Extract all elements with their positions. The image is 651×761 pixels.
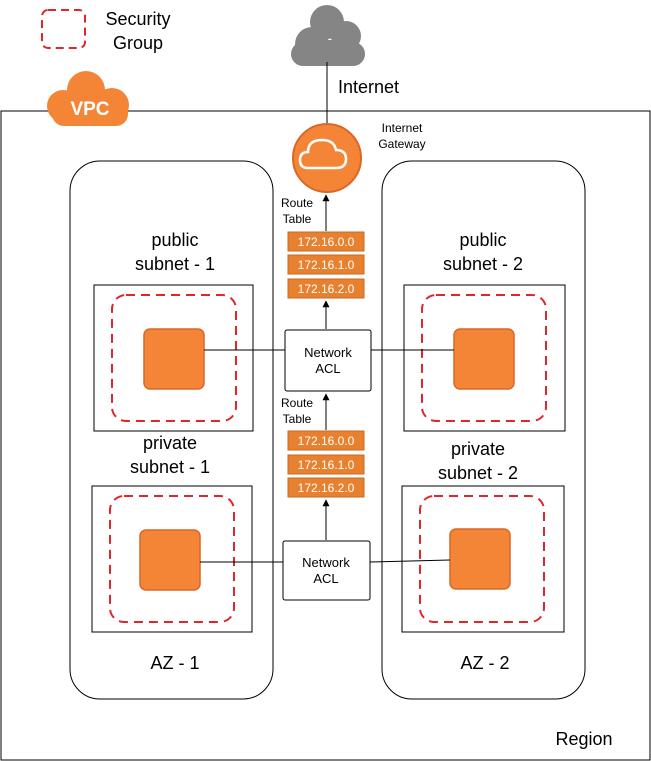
az1-public-subnet-label-line1: public [151,230,198,250]
az1-public-security-group [111,294,237,422]
az1-private-instance-icon [139,529,201,591]
route-table-top-label-line2: Table [283,212,312,226]
route-entry [287,477,365,498]
az1-box [69,160,274,700]
route-entry-label: 172.16.1.0 [298,458,355,472]
az1-public-subnet-box [93,284,254,432]
route-entry [287,278,365,299]
az1-label: AZ - 1 [150,653,199,673]
region-label: Region [555,729,612,749]
internet-gateway-icon [292,123,362,193]
route-entry-label: 172.16.0.0 [298,434,355,448]
az2-public-instance-icon [453,328,515,390]
network-acl-top-label-line1: Network [304,345,352,360]
az2-label: AZ - 2 [460,653,509,673]
internet-label: Internet [338,77,399,97]
route-table-bottom: 172.16.0.0 172.16.1.0 172.16.2.0 [287,430,365,498]
route-entry [287,254,365,275]
az1-private-subnet-box [91,485,253,633]
az2-private-subnet-label-line1: private [451,439,505,459]
route-entry-label: 172.16.0.0 [298,235,355,249]
az2-public-subnet-label-line1: public [459,230,506,250]
az1-private-subnet-label-line2: subnet - 1 [130,457,210,477]
route-entry-label: 172.16.1.0 [298,258,355,272]
route-entry [287,231,365,252]
route-entry [287,454,365,475]
internet-cloud-icon [291,5,365,66]
route-table-top-label-line1: Route [281,196,313,210]
network-acl-bottom-label-line1: Network [302,555,350,570]
region-box [0,110,651,761]
route-table-top: 172.16.0.0 172.16.1.0 172.16.2.0 [287,231,365,299]
az2-private-subnet-label-line2: subnet - 2 [438,463,518,483]
network-acl-top [284,329,372,392]
route-entry-label: 172.16.2.0 [298,481,355,495]
az1-public-instance-icon [143,328,205,390]
route-entry-label: 172.16.2.0 [298,282,355,296]
gateway-label-line2: Gateway [378,137,425,151]
route-entry [287,430,365,451]
gateway-label-line1: Internet [382,121,423,135]
legend-label-line1: Security [105,9,170,29]
az1-private-security-group [109,495,235,623]
vpc-label: VPC [70,99,109,120]
az2-public-security-group [421,294,547,422]
az2-public-subnet-box [403,284,566,432]
network-acl-top-label-line2: ACL [315,361,340,376]
gateway-cloud-glyph [298,138,348,170]
network-acl-bottom [282,540,371,601]
az1-public-subnet-label-line2: subnet - 1 [135,254,215,274]
acl-to-az2-private-line [369,559,451,563]
az2-box [381,160,586,700]
az2-public-subnet-label-line2: subnet - 2 [443,254,523,274]
az2-private-security-group [419,495,545,623]
legend-security-group-swatch [41,9,86,49]
vpc-cloud-icon [47,71,129,126]
legend-label-line2: Group [113,33,163,53]
az2-private-instance-icon [449,528,511,590]
az2-private-subnet-box [401,485,565,633]
az1-private-subnet-label-line1: private [143,433,197,453]
route-table-bottom-label-line1: Route [281,396,313,410]
route-table-bottom-label-line2: Table [283,412,312,426]
network-acl-bottom-label-line2: ACL [313,571,338,586]
